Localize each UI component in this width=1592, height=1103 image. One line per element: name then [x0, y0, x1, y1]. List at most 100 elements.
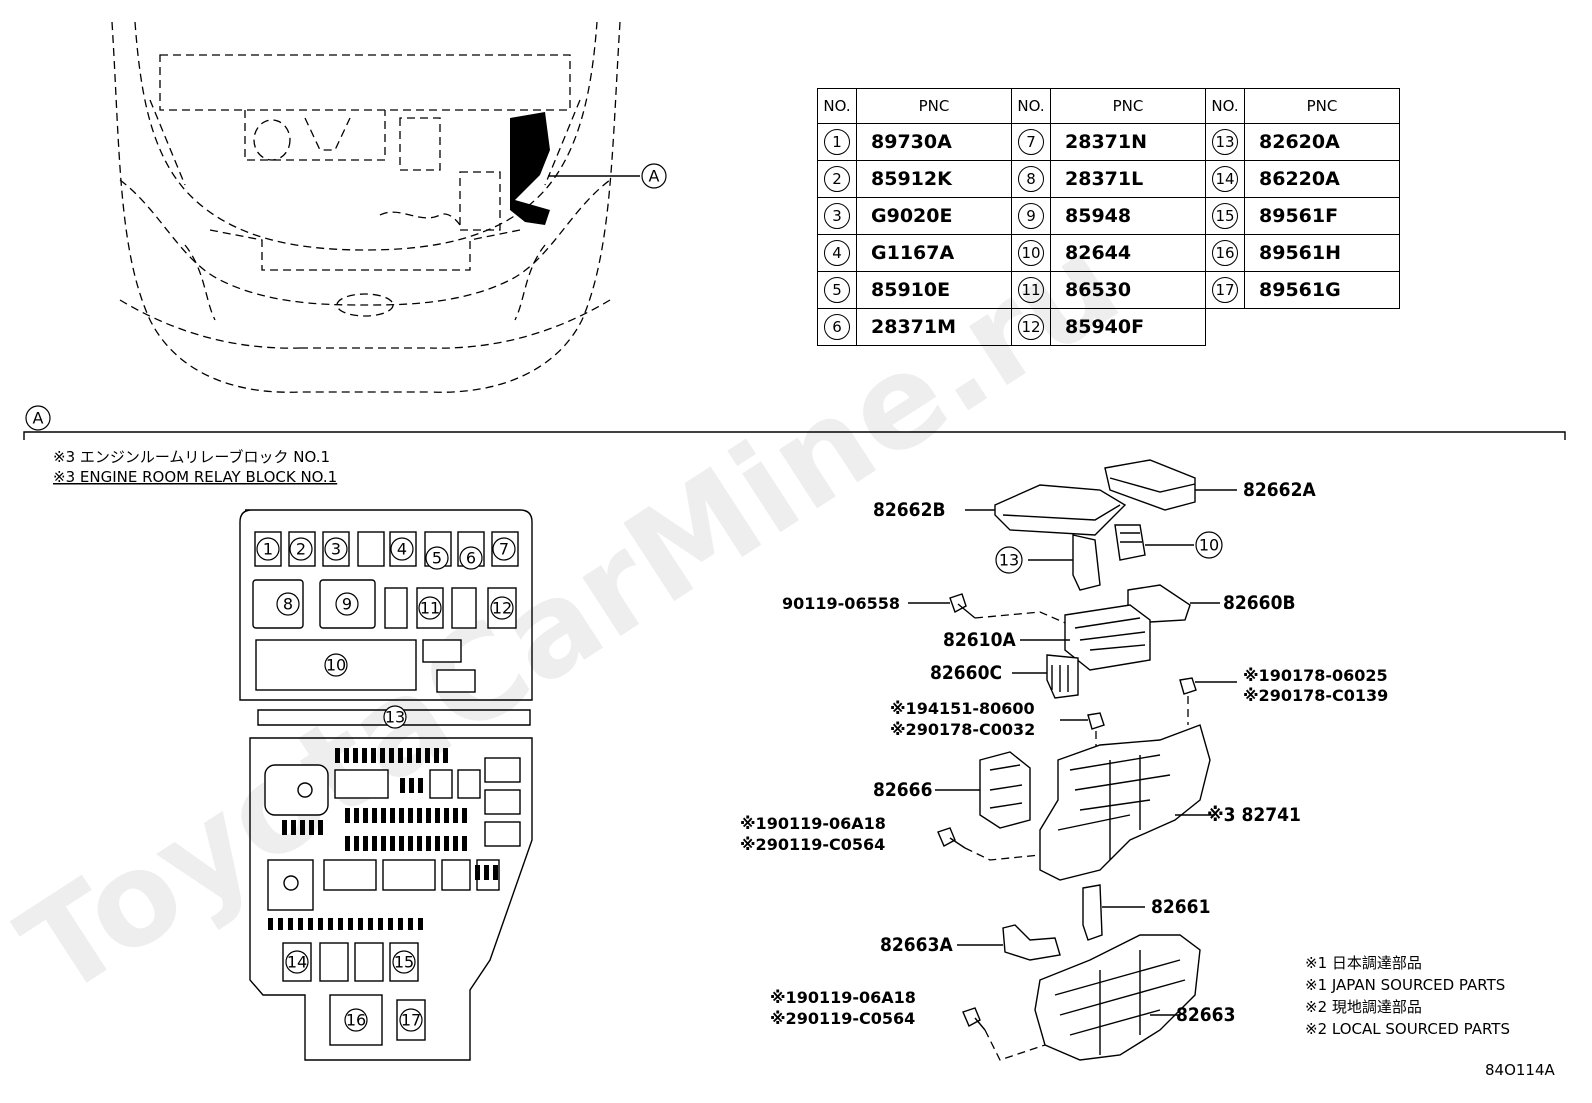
blade-fuse — [363, 808, 368, 823]
block-callout-circle — [490, 596, 514, 620]
block-callout-circle — [425, 546, 449, 570]
item-number: 10 — [1018, 240, 1044, 266]
blade-fuse — [300, 820, 305, 835]
section-a-marker — [25, 405, 51, 431]
item-number: 8 — [1018, 166, 1044, 192]
blade-fuse — [462, 808, 467, 823]
blade-fuse — [453, 836, 458, 851]
pnc-value-cell: 89730A — [856, 123, 1012, 161]
col-no-header: NO. — [817, 88, 857, 124]
blade-fuse — [318, 918, 323, 930]
block-callout-number: 2 — [296, 540, 306, 559]
item-number: 2 — [824, 166, 850, 192]
pnc-number-cell: 3 — [817, 197, 857, 235]
legend-line-3: ※2 現地調達部品 — [1305, 998, 1422, 1016]
label-10: 10 — [1199, 536, 1219, 555]
blade-fuse — [426, 808, 431, 823]
block-callout-number: 17 — [401, 1011, 421, 1030]
blade-fuse — [398, 748, 403, 763]
label-82610a: 82610A — [943, 629, 1016, 651]
blade-fuse — [484, 865, 489, 880]
pnc-number-cell: 15 — [1205, 197, 1245, 235]
blade-fuse — [493, 865, 498, 880]
blade-fuse — [417, 836, 422, 851]
label-82660c: 82660C — [930, 662, 1002, 684]
col-no-header: NO. — [1011, 88, 1051, 124]
pnc-value-cell: G1167A — [856, 234, 1012, 272]
blade-fuse — [425, 748, 430, 763]
pnc-value-cell: 86530 — [1050, 271, 1206, 309]
block-callout-number: 8 — [283, 595, 293, 614]
block-callout-number: 5 — [432, 549, 442, 568]
blade-fuse — [268, 918, 273, 930]
legend-line-1: ※1 日本調達部品 — [1305, 954, 1422, 972]
col-pnc-header: PNC — [1050, 88, 1206, 124]
pnc-value-cell: 28371M — [856, 308, 1012, 346]
empty-cell — [1245, 309, 1400, 346]
block-callout-circle — [459, 546, 483, 570]
pnc-value-cell: 85940F — [1050, 308, 1206, 346]
item-number: 5 — [824, 277, 850, 303]
block-callout-number: 12 — [492, 599, 512, 618]
pnc-value-cell: 82620A — [1244, 123, 1400, 161]
item-number: 12 — [1018, 314, 1044, 340]
label-82661: 82661 — [1151, 896, 1210, 918]
block-callout-number: 4 — [397, 540, 407, 559]
blade-fuse — [348, 918, 353, 930]
pnc-value-cell: 89561F — [1244, 197, 1400, 235]
item-number: 17 — [1212, 277, 1238, 303]
col-pnc-header: PNC — [856, 88, 1012, 124]
empty-cell — [1206, 309, 1245, 346]
blade-fuse — [475, 865, 480, 880]
blade-fuse — [381, 836, 386, 851]
vehicle-engine-bay-view: A — [111, 21, 667, 393]
fuse-slot — [357, 531, 385, 567]
blade-fuse — [390, 836, 395, 851]
block-callout-circle — [285, 950, 309, 974]
blade-fuse — [408, 918, 413, 930]
label-82666: 82666 — [873, 779, 932, 801]
blade-fuse — [380, 748, 385, 763]
block-callout-circle — [344, 1008, 368, 1032]
label-90178-c0139: ※290178-C0139 — [1243, 686, 1388, 705]
blade-fuse — [372, 836, 377, 851]
pnc-number-cell: 16 — [1205, 234, 1245, 272]
pnc-number-cell: 2 — [817, 160, 857, 198]
callout-a-label: A — [649, 167, 660, 186]
pnc-number-cell: 7 — [1011, 123, 1051, 161]
item-number: 14 — [1212, 166, 1238, 192]
pnc-number-cell: 8 — [1011, 160, 1051, 198]
blade-fuse — [291, 820, 296, 835]
item-number: 15 — [1212, 203, 1238, 229]
blade-fuse — [443, 748, 448, 763]
blade-fuse — [389, 748, 394, 763]
item-number: 6 — [824, 314, 850, 340]
pnc-number-cell: 12 — [1011, 308, 1051, 346]
block-callout-circle — [390, 537, 414, 561]
item-number: 11 — [1018, 277, 1044, 303]
blade-fuse — [362, 748, 367, 763]
block-callout-number: 7 — [499, 540, 509, 559]
blade-fuse — [400, 778, 405, 793]
blade-fuse — [453, 808, 458, 823]
blade-fuse — [354, 808, 359, 823]
blade-fuse — [435, 808, 440, 823]
blade-fuse — [354, 836, 359, 851]
block-callout-number: 1 — [263, 540, 273, 559]
block-callout-number: 15 — [394, 953, 414, 972]
label-90119-06558: 90119-06558 — [782, 594, 900, 613]
blade-fuse — [345, 808, 350, 823]
block-callout-number: 13 — [385, 708, 405, 727]
pnc-value-cell: G9020E — [856, 197, 1012, 235]
blade-fuse — [435, 836, 440, 851]
blade-fuse — [444, 808, 449, 823]
part-82660c — [1046, 654, 1079, 699]
block-callout-circle — [289, 537, 313, 561]
block-callout-circle — [383, 705, 407, 729]
blade-fuse — [417, 808, 422, 823]
blade-fuse — [371, 748, 376, 763]
